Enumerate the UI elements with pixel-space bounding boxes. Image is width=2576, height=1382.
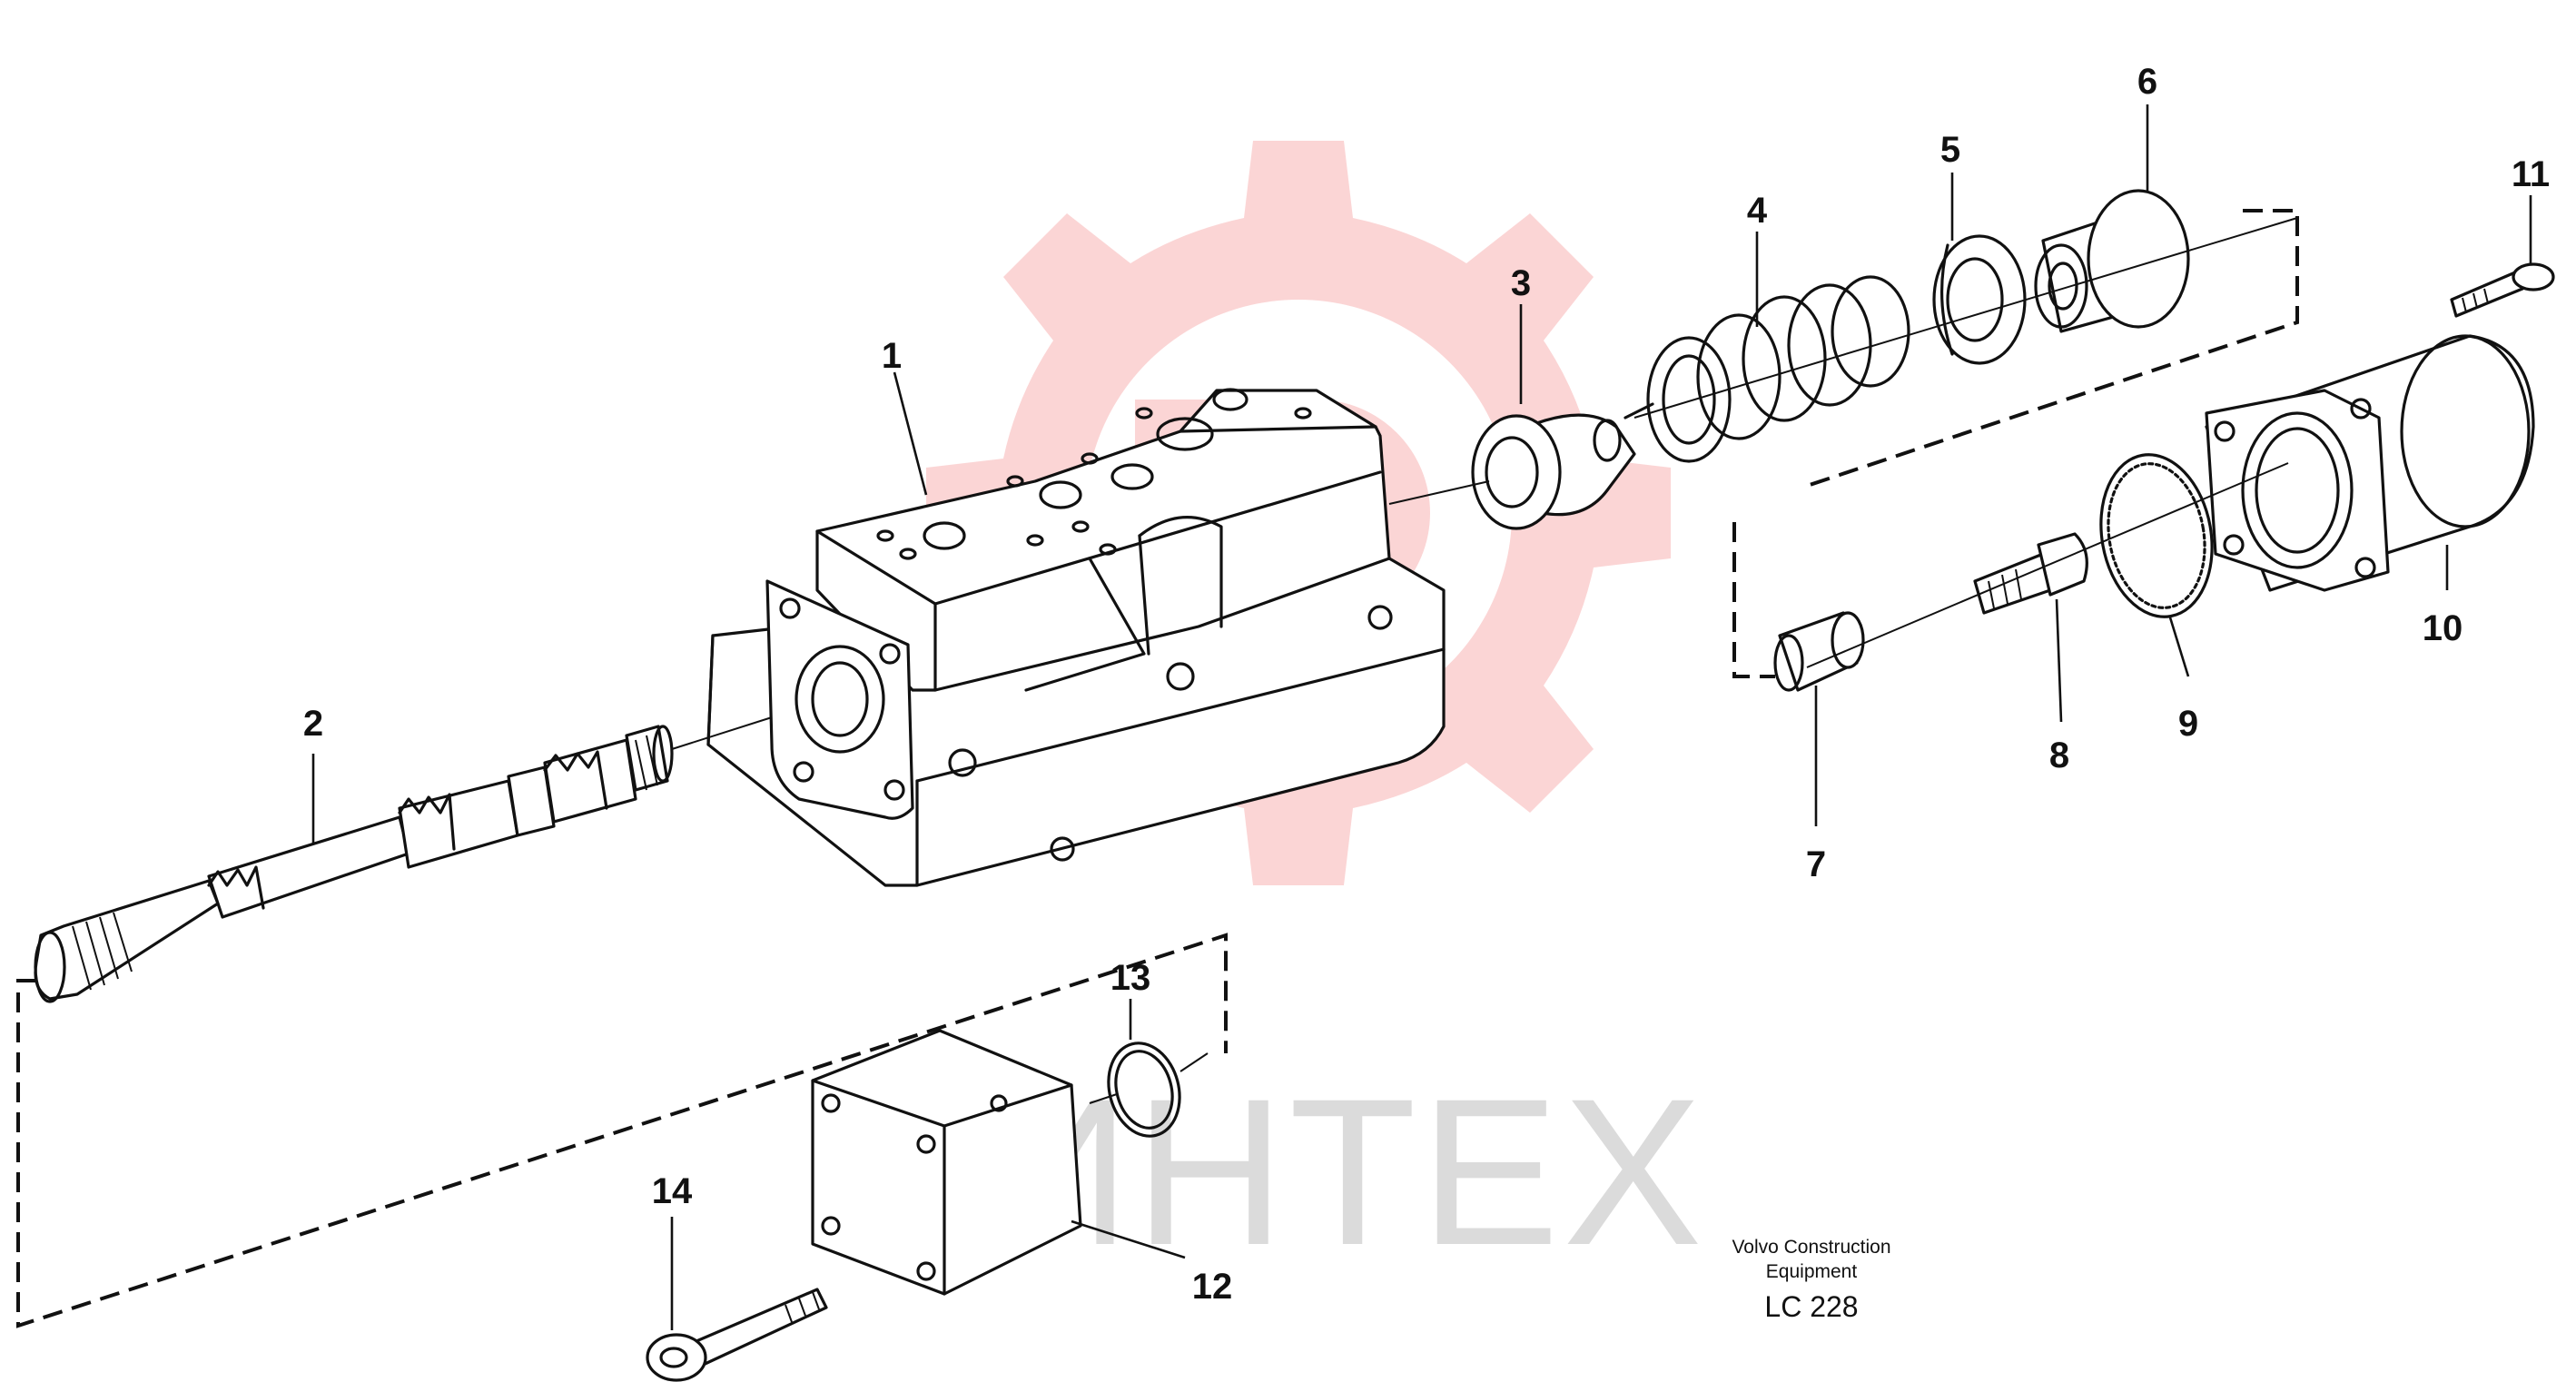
part-10-cover xyxy=(2205,334,2535,592)
part-5-washer xyxy=(1932,234,2027,365)
part-1-valve-body xyxy=(706,388,1446,887)
callout-6: 6 xyxy=(2137,62,2157,102)
part-3-spring-seat xyxy=(1471,413,1636,530)
part-8-screw xyxy=(1973,532,2088,615)
part-14-bolt xyxy=(646,1288,828,1382)
callout-3: 3 xyxy=(1511,263,1531,303)
leader-lines xyxy=(311,104,2532,1330)
watermark-text: ИНТЕХ xyxy=(981,1055,1706,1288)
part-2-spool xyxy=(34,725,674,1003)
callout-7: 7 xyxy=(1806,844,1826,884)
callout-13: 13 xyxy=(1110,958,1151,998)
part-6-sleeve xyxy=(2034,189,2190,333)
part-7-plug xyxy=(1773,611,1865,692)
callout-12: 12 xyxy=(1192,1267,1233,1307)
callout-4: 4 xyxy=(1747,191,1768,231)
assembly-lines xyxy=(16,209,2299,1328)
caption-code: LC 228 xyxy=(1764,1290,1858,1323)
part-13-o-ring xyxy=(1107,1041,1181,1138)
part-12-end-cap xyxy=(811,1029,1082,1296)
part-9-seal-ring xyxy=(2099,453,2214,618)
callout-1: 1 xyxy=(882,336,902,376)
callout-10: 10 xyxy=(2423,608,2463,648)
caption-block: Volvo Construction Equipment LC 228 xyxy=(1732,1237,1890,1323)
callout-labels: 1 2 3 4 5 6 7 8 9 10 11 12 13 14 xyxy=(303,62,2550,1307)
callout-5: 5 xyxy=(1940,130,1960,170)
part-4-spring xyxy=(1624,275,1910,463)
caption-line-2: Equipment xyxy=(1766,1261,1858,1282)
caption-line-1: Volvo Construction xyxy=(1732,1237,1890,1258)
callout-9: 9 xyxy=(2178,704,2198,744)
callout-11: 11 xyxy=(2512,154,2550,194)
callout-8: 8 xyxy=(2049,735,2069,775)
part-11-bolt xyxy=(2450,262,2555,318)
callout-2: 2 xyxy=(303,704,323,744)
callout-14: 14 xyxy=(652,1171,693,1211)
